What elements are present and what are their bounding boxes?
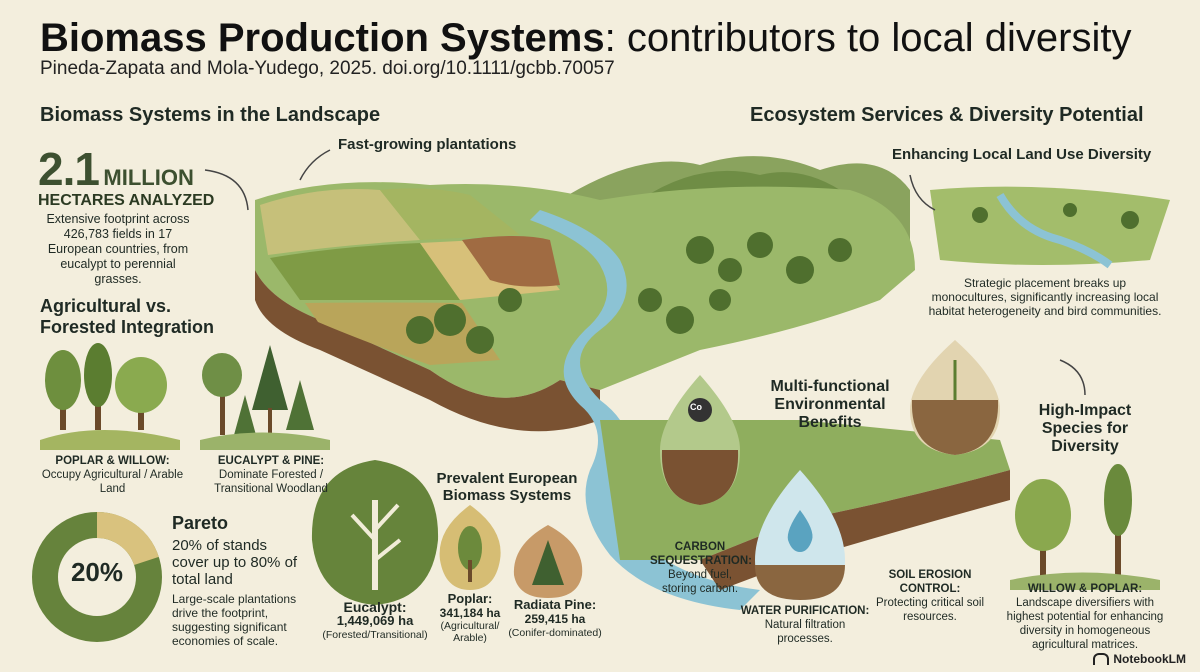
river xyxy=(530,210,760,610)
water-caption: WATER PURIFICATION:Natural filtration pr… xyxy=(740,605,870,645)
eucalypt-pine-trees xyxy=(200,345,330,450)
brand-logo: NotebookLM xyxy=(1093,652,1186,666)
soil-drop xyxy=(910,340,1000,455)
pine-area: 259,415 ha xyxy=(524,612,586,626)
soil-edge-left xyxy=(255,270,600,432)
diversity-description: Strategic placement breaks up monocultur… xyxy=(928,276,1162,318)
stat-number: 2.1 xyxy=(38,143,100,195)
benefits-title: Multi-functional Environmental Benefits xyxy=(770,378,890,431)
right-section-title: Ecosystem Services & Diversity Potential xyxy=(750,104,1144,126)
leader-line-plantations xyxy=(299,149,331,181)
poplar-name: Poplar: xyxy=(447,591,493,606)
poplar-leaf-badge xyxy=(439,505,501,590)
diversity-title: Enhancing Local Land Use Diversity xyxy=(892,146,1152,163)
co2-label: Co xyxy=(690,402,702,412)
left-section-title: Biomass Systems in the Landscape xyxy=(40,104,381,126)
poplar-willow-caption: POPLAR & WILLOW:Occupy Agricultural / Ar… xyxy=(41,455,184,495)
poplar-area: 341,184 ha xyxy=(439,606,501,620)
plantations-label: Fast-growing plantations xyxy=(338,136,517,153)
water-drop xyxy=(755,470,845,600)
integration-title: Agricultural vs. Forested Integration xyxy=(40,296,215,337)
pine-note: (Conifer-dominated) xyxy=(508,627,602,639)
willow-poplar-trees xyxy=(1010,464,1160,590)
pareto-value: 20% xyxy=(70,557,124,587)
field-1 xyxy=(260,189,420,255)
poplar-stat: Poplar: 341,184 ha (Agricultural/ Arable… xyxy=(435,591,505,645)
stat-headline: 2.1 MILLION xyxy=(38,142,194,196)
leader-line-stat xyxy=(204,169,249,211)
stat-description: Extensive footprint across 426,783 field… xyxy=(46,212,190,286)
leader-line-species xyxy=(1059,359,1086,396)
soil-caption: SOIL EROSION CONTROL:Protecting critical… xyxy=(875,569,984,623)
eucalypt-pine-caption: EUCALYPT & PINE:Dominate Forested / Tran… xyxy=(214,455,328,495)
eucalypt-note: (Forested/Transitional) xyxy=(322,629,428,641)
prevalent-title: Prevalent European Biomass Systems xyxy=(436,470,578,504)
poplar-note: (Agricultural/ Arable) xyxy=(440,620,500,644)
stat-label: HECTARES ANALYZED xyxy=(38,192,215,209)
poplar-willow-trees xyxy=(40,343,180,450)
brand-name: NotebookLM xyxy=(1113,652,1186,666)
page-title: Biomass Production Systems: contributors… xyxy=(40,16,1132,60)
pareto-donut xyxy=(32,512,162,642)
willow-caption: WILLOW & POPLAR:Landscape diversifiers w… xyxy=(1006,583,1164,651)
eucalypt-area: 1,449,069 ha xyxy=(336,613,414,628)
pareto-title: Pareto xyxy=(172,513,229,533)
pareto-description: Large-scale plantations drive the footpr… xyxy=(172,592,297,648)
eucalypt-stat: Eucalypt: 1,449,069 ha (Forested/Transit… xyxy=(315,600,435,642)
species-title: High-Impact Species for Diversity xyxy=(1038,402,1132,455)
pine-stat: Radiata Pine: 259,415 ha (Conifer-domina… xyxy=(505,598,605,640)
pine-leaf-badge xyxy=(513,525,583,598)
diversity-landscape xyxy=(930,186,1170,269)
pine-name: Radiata Pine: xyxy=(513,597,597,612)
carbon-drop xyxy=(660,375,740,505)
landscape-trees xyxy=(406,232,852,354)
field-2 xyxy=(380,188,520,240)
carbon-caption: CARBON SEQUESTRATION:Beyond fuel, storin… xyxy=(650,541,753,595)
eucalypt-name: Eucalypt: xyxy=(343,599,407,615)
stat-unit: MILLION xyxy=(103,165,194,190)
notebooklm-icon xyxy=(1093,653,1110,665)
citation: Pineda-Zapata and Mola-Yudego, 2025. doi… xyxy=(40,58,615,79)
eucalypt-leaf-badge xyxy=(311,460,439,605)
field-plowed xyxy=(462,236,560,287)
pareto-statement: 20% of stands cover up to 80% of total l… xyxy=(172,537,298,588)
leader-line-diversity xyxy=(909,174,936,211)
field-3 xyxy=(270,243,460,300)
